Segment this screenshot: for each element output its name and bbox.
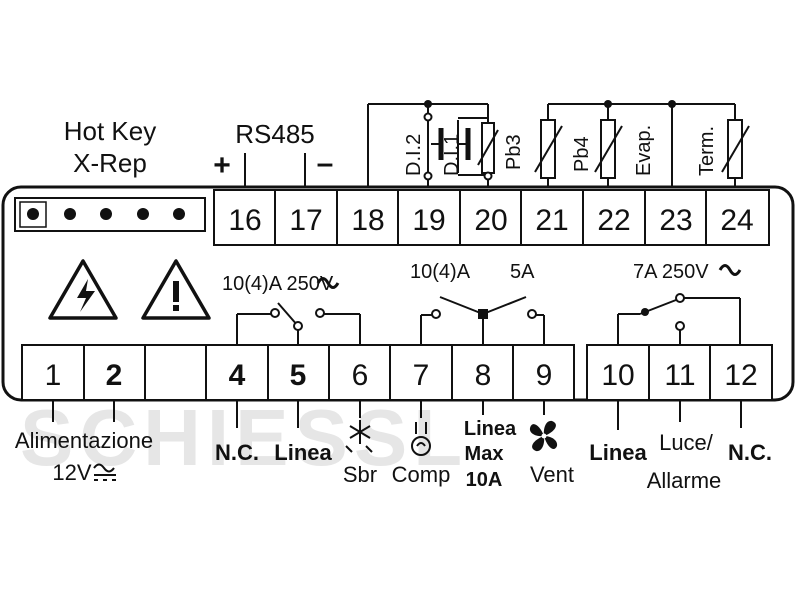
terminal-8: 8: [475, 359, 492, 392]
rs485-plus: +: [213, 149, 231, 182]
warning-icon: [141, 259, 211, 320]
relay2-contacts: [420, 296, 545, 345]
fan-icon: [529, 420, 558, 452]
terminal-11: 11: [664, 359, 695, 392]
terminal-1: 1: [45, 359, 62, 392]
terminal-2: 2: [106, 359, 123, 392]
terminal-19: 19: [412, 204, 445, 237]
digital-inputs-wiring: [367, 103, 499, 187]
snowflake-icon: [345, 420, 373, 453]
terminal-16: 16: [228, 204, 261, 237]
hotkey-label: Hot Key: [64, 116, 157, 146]
terminal-23: 23: [659, 204, 692, 237]
luce-label-2: Allarme: [647, 468, 722, 493]
evap-label: Evap.: [633, 125, 655, 176]
terminal-21: 21: [535, 204, 568, 237]
terminal-12: 12: [724, 359, 757, 392]
terminal-24: 24: [720, 204, 753, 237]
relay1-contacts: [236, 302, 361, 345]
relay1-rating: 10(4)A 250V: [222, 273, 334, 295]
term-label: Term.: [696, 126, 718, 176]
terminal-18: 18: [351, 204, 384, 237]
hotkey-connector: [14, 197, 206, 232]
ac-symbol: [316, 277, 340, 289]
terminal-9: 9: [536, 359, 553, 392]
nc-label-2: N.C.: [728, 440, 772, 465]
bottom-terminal-block: [21, 344, 773, 401]
di1-label: D.I.1: [441, 134, 463, 176]
lead-wires: [52, 400, 742, 430]
pb3-label: Pb3: [503, 134, 525, 170]
sbr-label: Sbr: [343, 462, 377, 487]
compressor-icon: [411, 422, 431, 456]
di2-label: D.I.2: [403, 134, 425, 176]
terminal-17: 17: [289, 204, 322, 237]
alimentazione-label: Alimentazione: [15, 428, 153, 453]
vent-label: Vent: [530, 462, 574, 487]
linea-max-label-2: Max: [465, 443, 504, 465]
relay3-rating: 7A 250V: [633, 261, 709, 283]
comp-label: Comp: [392, 462, 451, 487]
linea-max-label-3: 10A: [466, 469, 503, 491]
linea-label-1: Linea: [274, 440, 332, 465]
terminal-7: 7: [413, 359, 430, 392]
rs485-minus: –: [317, 147, 334, 180]
terminal-6: 6: [352, 359, 369, 392]
rs485-label: RS485: [235, 119, 315, 149]
top-terminal-block: [213, 189, 770, 246]
pb4-label: Pb4: [571, 136, 593, 172]
ac-dc-icon: [93, 463, 116, 481]
electric-hazard-icon: [48, 259, 118, 320]
linea-max-label-1: Linea: [464, 418, 517, 440]
supply-label: 12V: [52, 460, 91, 485]
terminal-22: 22: [597, 204, 630, 237]
terminal-10: 10: [601, 359, 634, 392]
luce-label-1: Luce/: [659, 430, 714, 455]
terminal-20: 20: [474, 204, 507, 237]
xrep-label: X-Rep: [73, 148, 147, 178]
ac-symbol-2: [718, 264, 742, 276]
terminal-4: 4: [229, 359, 246, 392]
terminal-5: 5: [290, 359, 307, 392]
relay2-rating-b: 5A: [510, 261, 535, 283]
linea-label-3: Linea: [589, 440, 647, 465]
nc-label-1: N.C.: [215, 440, 259, 465]
relay2-rating-a: 10(4)A: [410, 261, 471, 283]
